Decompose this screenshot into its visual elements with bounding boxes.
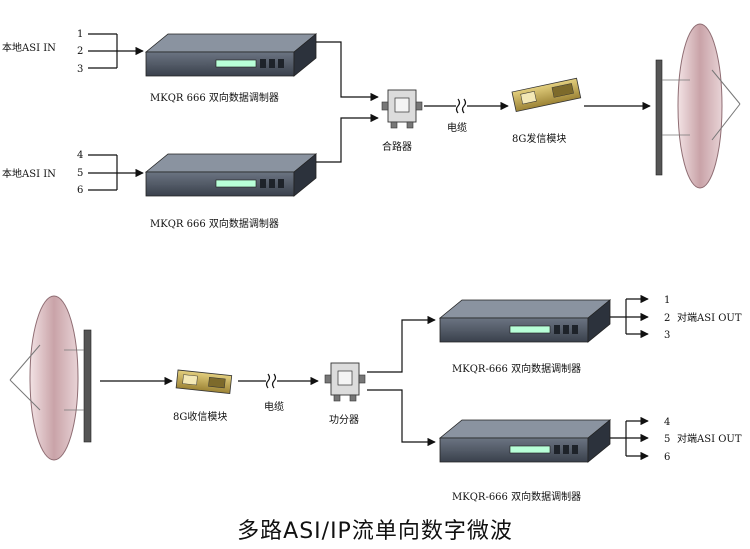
output-number: 1 (664, 295, 670, 306)
cable-break-symbol-bottom (265, 373, 277, 389)
remote-asi-out-label-1: 对端ASI OUT (677, 311, 742, 324)
receiver-label: 8G收信模块 (173, 410, 227, 423)
transmitter-label: 8G发信模块 (512, 132, 566, 145)
modulator-device-1 (145, 33, 317, 77)
demodulator-device-1 (439, 299, 611, 343)
input-number: 5 (77, 168, 83, 179)
dish-antenna-bottom (9, 295, 92, 461)
modulator-device-2 (145, 153, 317, 197)
input-number: 3 (77, 64, 83, 75)
receiver-module (175, 369, 233, 394)
demodulator-label-1: MKQR-666 双向数据调制器 (452, 362, 581, 375)
modulator-label-2: MKQR 666 双向数据调制器 (150, 217, 279, 230)
bottom-section: 8G收信模块 电缆 功分器 MKQR-666 双向数据调制器 MKQR-666 … (9, 294, 742, 503)
demodulator-device-2 (439, 419, 611, 463)
output-number: 2 (664, 313, 670, 324)
combiner-device (381, 89, 423, 129)
local-asi-in-label-2: 本地ASI IN (2, 167, 56, 180)
local-asi-in-label-1: 本地ASI IN (2, 41, 56, 54)
splitter-to-demodulator-wire-2 (367, 389, 436, 447)
input-wiring-2 (88, 154, 144, 191)
splitter-device (324, 362, 366, 402)
diagram-title: 多路ASI/IP流单向数字微波 (237, 519, 513, 544)
input-number: 1 (77, 29, 83, 40)
demodulator-label-2: MKQR-666 双向数据调制器 (452, 490, 581, 503)
output-wiring-2 (610, 416, 649, 461)
cable-label-bottom: 电缆 (264, 400, 284, 413)
modulator-label-1: MKQR 666 双向数据调制器 (150, 91, 279, 104)
input-number: 4 (77, 150, 83, 161)
input-number: 2 (77, 46, 83, 57)
output-number: 4 (664, 417, 670, 428)
splitter-to-demodulator-wire-1 (367, 315, 436, 373)
combiner-label: 合路器 (382, 140, 412, 153)
modulator-to-combiner-wire-2 (316, 113, 379, 163)
top-section: 本地ASI IN 本地ASI IN 1 2 3 4 5 6 MKQR 666 双… (2, 23, 741, 230)
splitter-label: 功分器 (329, 414, 359, 426)
transmitter-module (511, 77, 582, 113)
dish-antenna-top (655, 23, 741, 189)
cable-label-top: 电缆 (447, 121, 467, 134)
input-wiring-1 (88, 33, 144, 69)
output-number: 3 (664, 330, 670, 341)
cable-break-symbol (455, 98, 467, 114)
output-wiring-1 (610, 294, 649, 339)
input-number: 6 (77, 185, 83, 196)
modulator-to-combiner-wire-1 (316, 41, 379, 102)
output-number: 6 (664, 452, 670, 463)
remote-asi-out-label-2: 对端ASI OUT (677, 432, 742, 445)
output-number: 5 (664, 434, 670, 445)
